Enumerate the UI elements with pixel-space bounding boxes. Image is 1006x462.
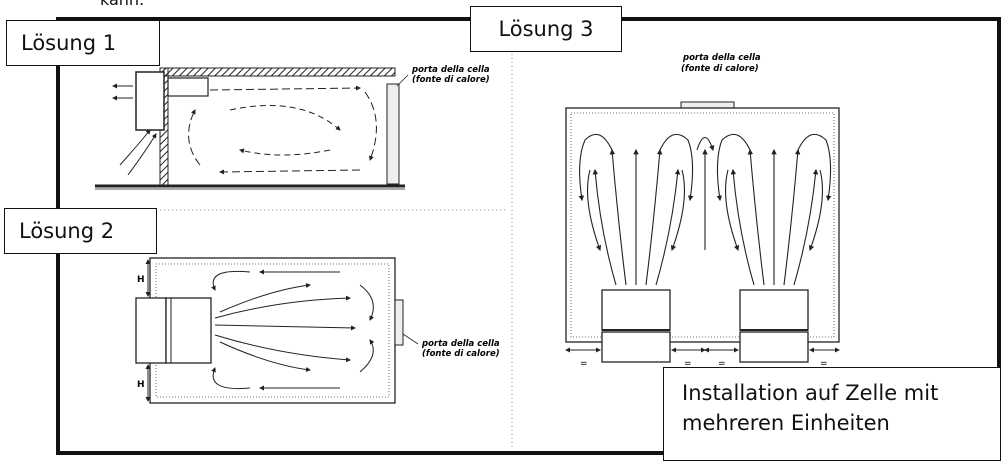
unit-3b bbox=[739, 289, 809, 331]
eq-4: = bbox=[820, 359, 828, 369]
label-solution-3: Lösung 3 bbox=[470, 6, 622, 52]
door-label-2b: (fonte di calore) bbox=[422, 349, 500, 359]
text-fragment: kann. bbox=[100, 0, 144, 9]
eq-1: = bbox=[580, 359, 588, 369]
solution2-diagram: H H porta della cella (fonte di calore) bbox=[135, 257, 500, 404]
door-label-1b: (fonte di calore) bbox=[412, 75, 490, 85]
evaporator-unit bbox=[135, 71, 165, 131]
label-solution-2: Lösung 2 bbox=[4, 208, 157, 254]
solution3-diagram: porta della cella (fonte di calore) = = … bbox=[565, 53, 840, 369]
door-label-1a: porta della cella bbox=[411, 65, 490, 75]
dim-h-bottom: H bbox=[137, 380, 145, 390]
solution1-diagram: porta della cella (fonte di calore) bbox=[95, 65, 490, 190]
unit-3a bbox=[601, 289, 671, 331]
door-label-3a: porta della cella bbox=[682, 53, 761, 63]
door-label-2a: porta della cella bbox=[421, 339, 500, 349]
label-solution-1: Lösung 1 bbox=[6, 20, 160, 66]
eq-3: = bbox=[718, 359, 726, 369]
eq-2: = bbox=[684, 359, 692, 369]
installation-note: Installation auf Zelle mit mehreren Einh… bbox=[663, 367, 1001, 461]
dim-h-top: H bbox=[137, 275, 145, 285]
door-label-3b: (fonte di calore) bbox=[681, 64, 759, 74]
unit-2 bbox=[135, 297, 167, 364]
